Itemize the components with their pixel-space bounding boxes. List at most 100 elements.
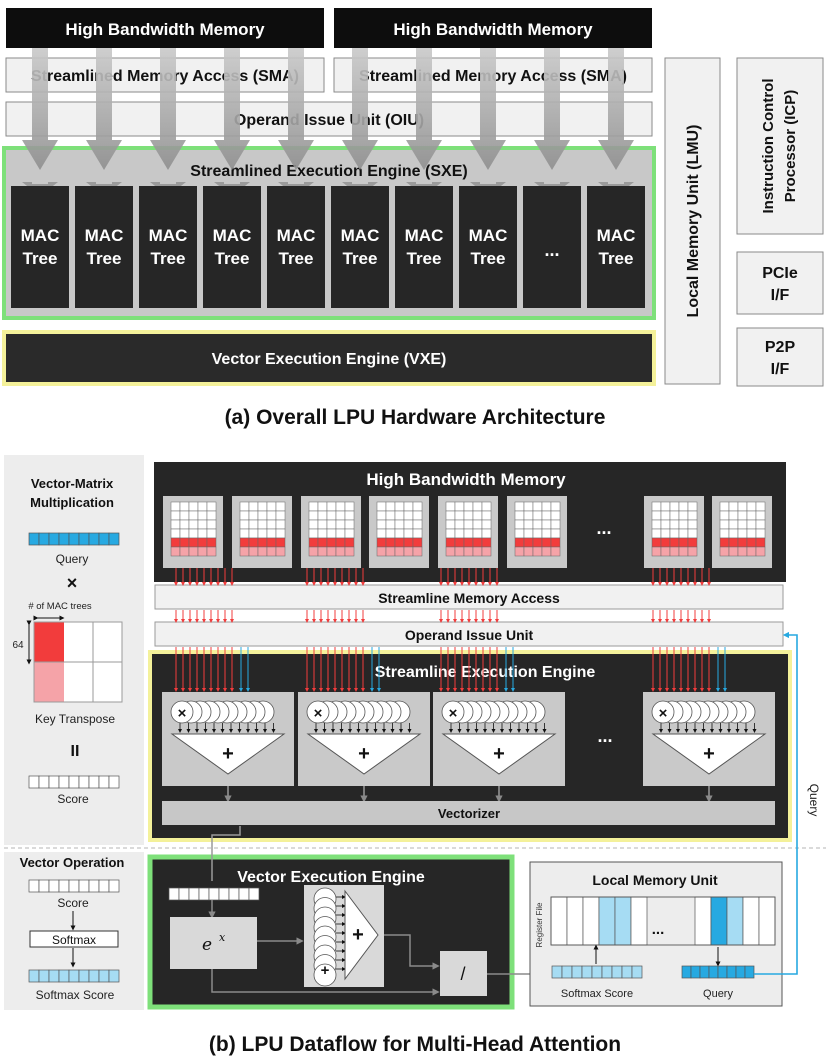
p2p-label-line1: P2P — [765, 339, 796, 356]
input-buffer-cell — [168, 887, 180, 901]
bank-cell — [481, 528, 492, 539]
register-file-border — [550, 896, 776, 946]
bank-cell — [514, 537, 525, 548]
bank-cell — [239, 546, 250, 557]
bank-cell — [728, 501, 739, 512]
mac-tree-label: MAC — [341, 226, 380, 245]
score-cell — [98, 775, 110, 789]
flow-arrow — [406, 48, 442, 170]
bank-cell — [669, 537, 680, 548]
softmax-score-cell — [98, 969, 110, 983]
softmax-score-cell — [48, 969, 60, 983]
bank-cell — [385, 537, 396, 548]
flow-arrow — [150, 48, 186, 170]
bank-cell — [412, 510, 423, 521]
query-cell — [88, 532, 100, 546]
query-cell — [744, 965, 755, 979]
mac-tree-block — [395, 186, 453, 308]
bank-cell — [248, 537, 259, 548]
icp-label-line1: Instruction Control — [760, 79, 777, 214]
bank-cell — [376, 519, 387, 530]
bank-cell — [755, 546, 766, 557]
exp-label: e — [202, 935, 212, 955]
score-cell — [28, 879, 40, 893]
bank-cell — [239, 519, 250, 530]
bank-cell — [239, 501, 250, 512]
bank-cell — [523, 537, 534, 548]
score-cell — [28, 775, 40, 789]
score-cell — [68, 879, 80, 893]
vxe-block — [2, 330, 656, 386]
vectorizer-to-vxe-wire — [211, 826, 241, 881]
bank-cell — [541, 501, 552, 512]
bank-cell — [344, 510, 355, 521]
bank-cell — [728, 528, 739, 539]
bank-cell — [170, 501, 181, 512]
adder-tree-triangle — [651, 733, 767, 775]
score-label: Score — [57, 792, 89, 806]
bank-cell — [463, 501, 474, 512]
mac-tree-units: ×+×+×+×+ — [162, 692, 775, 803]
score-cell — [58, 775, 70, 789]
input-buffer-cell — [238, 887, 250, 901]
bank-cell — [532, 537, 543, 548]
bank-cell — [746, 537, 757, 548]
bank-cell — [275, 537, 286, 548]
bank-cell — [728, 510, 739, 521]
bank-cell — [728, 537, 739, 548]
pcie-block — [736, 251, 824, 315]
score-cell — [78, 879, 90, 893]
vxe-input-buffer — [168, 887, 260, 901]
query-cell — [108, 532, 120, 546]
bank-cell — [746, 519, 757, 530]
bank-cell — [728, 519, 739, 530]
multiplier-circle — [170, 700, 194, 724]
b-vxe-label: Vector Execution Engine — [237, 869, 425, 886]
mac-ellipsis: ... — [597, 726, 612, 746]
register-column — [710, 896, 728, 946]
register-column — [694, 896, 712, 946]
bank-cell — [188, 510, 199, 521]
bank-cell — [385, 519, 396, 530]
query-cell — [78, 532, 90, 546]
softmax-score-cell — [591, 965, 603, 979]
score-cell — [38, 775, 50, 789]
score-label-2: Score — [57, 896, 89, 910]
bank-cell — [412, 501, 423, 512]
b-sma-label: Streamline Memory Access — [378, 590, 560, 606]
bank-cell — [651, 501, 662, 512]
mac-tree-block — [331, 186, 389, 308]
bank-cell — [687, 510, 698, 521]
bank-cell — [403, 546, 414, 557]
key-tile-next — [34, 662, 64, 702]
register-column — [598, 896, 616, 946]
query-cell — [38, 532, 50, 546]
bank-cell — [344, 537, 355, 548]
bank-cell — [403, 528, 414, 539]
query-cell — [690, 965, 701, 979]
bank-cell — [257, 519, 268, 530]
bank-cell — [669, 528, 680, 539]
exp-to-divider-arrow — [211, 969, 440, 996]
b-lmu-label: Local Memory Unit — [592, 872, 718, 888]
register-column — [566, 896, 584, 946]
bank-cell — [445, 501, 456, 512]
mac-tree-label: MAC — [405, 226, 444, 245]
bank-cell — [317, 537, 328, 548]
softmax-box — [29, 930, 119, 948]
query-cell — [726, 965, 737, 979]
lmu-softmax-score-vector — [551, 965, 643, 979]
hbm-block-2 — [334, 8, 652, 48]
adder-tree-triangle — [306, 733, 422, 775]
bank-cell — [550, 546, 561, 557]
mac-count-label: # of MAC trees — [28, 601, 92, 612]
softmax-score-cell — [611, 965, 623, 979]
bank-cell — [239, 537, 250, 548]
bank-cell — [412, 546, 423, 557]
score-cell — [88, 775, 100, 789]
bank-cell — [472, 546, 483, 557]
bank-cell — [403, 501, 414, 512]
softmax-score-cell — [108, 969, 120, 983]
mac-tree-label: MAC — [149, 226, 188, 245]
bank-cell — [755, 501, 766, 512]
